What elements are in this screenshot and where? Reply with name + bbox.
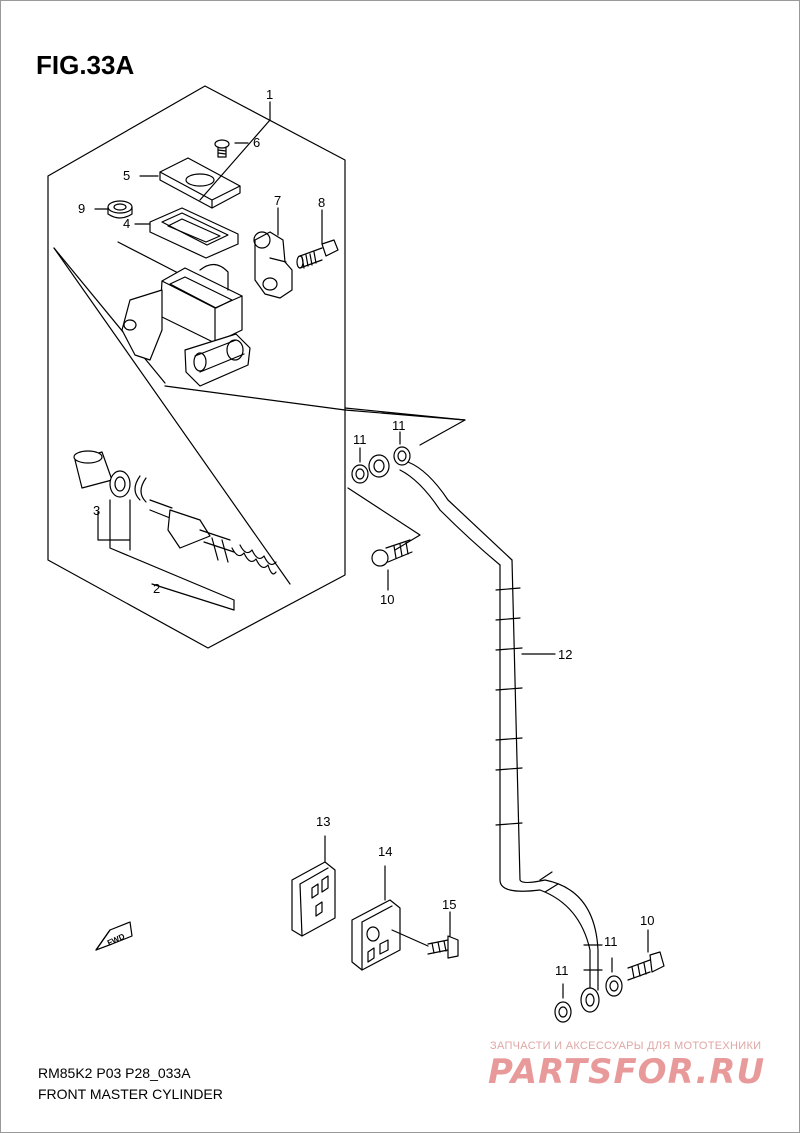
cap-part-9 <box>107 200 133 219</box>
callout-11-upper-right: 11 <box>392 418 406 433</box>
callout-2: 2 <box>153 581 160 596</box>
callout-9: 9 <box>78 201 85 216</box>
callout-10-upper: 10 <box>380 592 394 607</box>
callout-8: 8 <box>318 195 325 210</box>
callout-3: 3 <box>93 503 100 518</box>
washer-11b <box>368 454 390 478</box>
callout-1: 1 <box>266 87 273 102</box>
callout-11-lower-right: 11 <box>604 934 618 949</box>
bracket-part-14 <box>351 865 401 971</box>
banjo-eye-lower <box>580 987 600 1013</box>
washer-11a <box>351 464 369 484</box>
banjo-bolt-lower <box>627 951 665 981</box>
bolt-part-8 <box>296 239 339 269</box>
figure-title: FIG.33A <box>36 50 135 80</box>
cover-part-5 <box>159 157 241 209</box>
callout-4: 4 <box>123 216 130 231</box>
washer-11c <box>393 446 411 466</box>
callout-14: 14 <box>378 844 392 859</box>
clamp-part-7 <box>253 231 293 299</box>
callout-12: 12 <box>558 647 572 662</box>
bracket-part-13 <box>291 835 336 937</box>
callout-11-upper-left: 11 <box>353 432 367 447</box>
callout-5: 5 <box>123 168 130 183</box>
piston-kit-part-2 <box>73 450 277 575</box>
callout-11-lower-left: 11 <box>555 963 569 978</box>
brake-hose-part-12 <box>399 461 603 991</box>
callout-13: 13 <box>316 814 330 829</box>
fwd-arrow-icon <box>95 921 133 951</box>
callout-10-lower: 10 <box>640 913 654 928</box>
plate-part-4 <box>149 207 239 259</box>
figure-caption: FRONT MASTER CYLINDER <box>38 1086 223 1102</box>
screw-part-6 <box>214 139 230 158</box>
callout-15: 15 <box>442 897 456 912</box>
bolt-part-15 <box>427 911 459 959</box>
watermark-tagline: ЗАПЧАСТИ И АКСЕССУАРЫ ДЛЯ МОТОТЕХНИКИ <box>490 1040 762 1052</box>
master-cylinder-body <box>117 241 251 387</box>
assembly-outline <box>47 85 346 649</box>
washer-11d <box>554 1001 572 1023</box>
banjo-bolt-upper <box>371 539 413 567</box>
washer-11e <box>605 975 623 997</box>
callout-7: 7 <box>274 193 281 208</box>
watermark-logo: PARTSFOR.RU <box>488 1052 766 1092</box>
callout-6: 6 <box>253 135 260 150</box>
figure-code: RM85K2 P03 P28_033A <box>38 1065 191 1081</box>
